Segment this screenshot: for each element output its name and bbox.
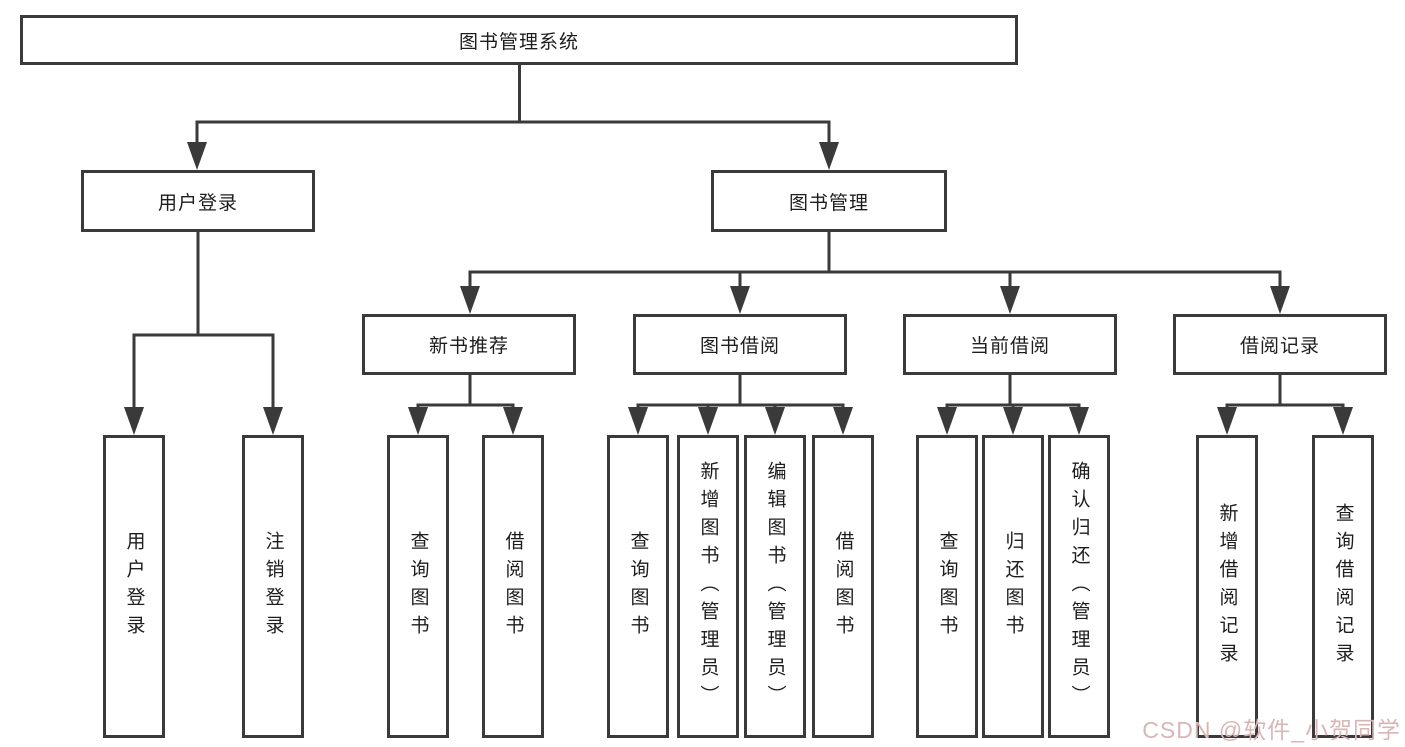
leaf-edit-books-admin: 编辑图书（管理员） xyxy=(744,435,806,738)
connector-records-to-leaves xyxy=(1225,372,1345,409)
arrowhead-query-books-current xyxy=(937,407,957,435)
leaf-label: 借阅图书 xyxy=(832,530,854,643)
connector-recommendation-to-leaves xyxy=(416,372,515,409)
leaf-label: 注销登录 xyxy=(262,530,284,643)
arrowhead-query-borrow-record xyxy=(1333,407,1353,435)
node-current-borrowing: 当前借阅 xyxy=(903,314,1117,375)
connector-borrowing-to-leaves xyxy=(636,372,845,409)
leaf-label: 查询图书 xyxy=(936,530,958,643)
arrowhead-add-borrow-record xyxy=(1217,407,1237,435)
leaf-label: 借阅图书 xyxy=(502,530,524,643)
arrowhead-user-login xyxy=(187,142,207,170)
arrowhead-query-books-recommend xyxy=(408,407,428,435)
node-user-login: 用户登录 xyxy=(81,170,315,232)
leaf-query-books-current: 查询图书 xyxy=(916,435,978,738)
leaf-confirm-return-admin: 确认归还（管理员） xyxy=(1048,435,1110,738)
arrowhead-borrowing-records xyxy=(1270,286,1290,314)
leaf-user-login: 用户登录 xyxy=(103,435,165,738)
arrowhead-current-borrowing xyxy=(1000,286,1020,314)
leaf-label: 查询图书 xyxy=(627,530,649,643)
leaf-label: 用户登录 xyxy=(123,530,145,643)
leaf-label: 新增借阅记录 xyxy=(1216,502,1238,671)
leaf-borrow-books-recommend: 借阅图书 xyxy=(482,435,544,738)
connector-book-management-to-level3 xyxy=(468,229,1282,288)
arrowhead-book-borrowing xyxy=(730,286,750,314)
node-new-book-recommendation: 新书推荐 xyxy=(362,314,576,375)
leaf-label: 归还图书 xyxy=(1002,530,1024,643)
arrowhead-query-books-borrowing xyxy=(628,407,648,435)
leaf-add-books-admin: 新增图书（管理员） xyxy=(677,435,739,738)
leaf-add-borrow-record: 新增借阅记录 xyxy=(1196,435,1258,738)
leaf-label: 查询图书 xyxy=(407,530,429,643)
watermark-text: CSDN @软件_小贺同学 xyxy=(1142,717,1401,743)
arrowhead-add-books-admin xyxy=(698,407,718,435)
connector-root-to-level2 xyxy=(195,63,831,144)
node-book-management: 图书管理 xyxy=(711,170,947,232)
arrowhead-borrow-books-recommend xyxy=(503,407,523,435)
leaf-borrow-books-borrowing: 借阅图书 xyxy=(812,435,874,738)
leaf-label: 查询借阅记录 xyxy=(1332,502,1354,671)
arrowhead-leaf-logout xyxy=(263,407,283,435)
node-book-borrowing: 图书借阅 xyxy=(633,314,847,375)
connector-current-to-leaves xyxy=(945,372,1081,409)
leaf-return-books: 归还图书 xyxy=(982,435,1044,738)
leaf-query-books-recommend: 查询图书 xyxy=(387,435,449,738)
leaf-label: 确认归还（管理员） xyxy=(1068,460,1090,713)
arrowhead-borrow-books-borrowing xyxy=(833,407,853,435)
leaf-label: 编辑图书（管理员） xyxy=(764,460,786,713)
connector-user-login-to-leaves xyxy=(132,229,275,409)
arrowhead-confirm-return-admin xyxy=(1069,407,1089,435)
leaf-query-books-borrowing: 查询图书 xyxy=(607,435,669,738)
arrowhead-leaf-user-login xyxy=(124,407,144,435)
arrowhead-new-book-recommendation xyxy=(460,286,480,314)
arrowhead-return-books xyxy=(1003,407,1023,435)
node-library-management-system: 图书管理系统 xyxy=(20,15,1018,65)
leaf-query-borrow-record: 查询借阅记录 xyxy=(1312,435,1374,738)
leaf-logout: 注销登录 xyxy=(242,435,304,738)
arrowhead-book-management xyxy=(819,142,839,170)
leaf-label: 新增图书（管理员） xyxy=(697,460,719,713)
arrowhead-edit-books-admin xyxy=(765,407,785,435)
node-borrowing-records: 借阅记录 xyxy=(1173,314,1387,375)
